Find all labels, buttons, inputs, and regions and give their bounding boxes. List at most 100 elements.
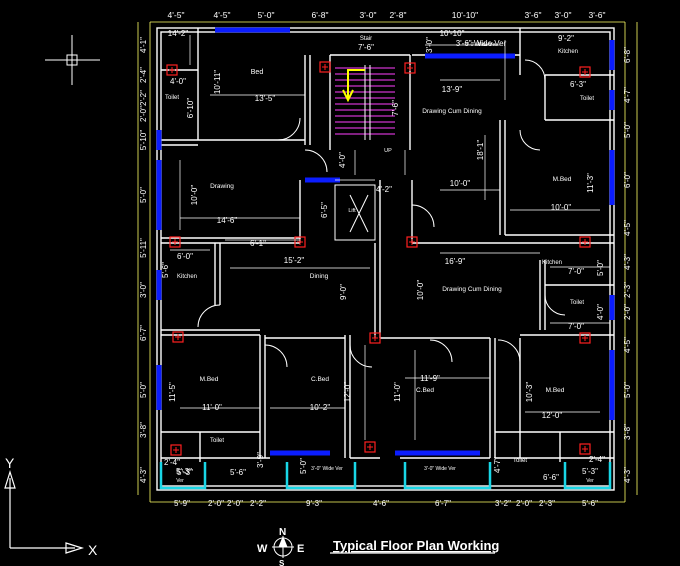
dimension-label: 5'-11" [139, 238, 148, 258]
dimension-label: 6'-3" [570, 80, 586, 89]
dimension-label: 6'-1" [250, 239, 266, 248]
dimension-label: 4'-3" [623, 467, 632, 483]
dimension-label: 2'-2" [250, 499, 266, 508]
dimension-label: 3'-0" [139, 282, 148, 298]
dimension-label: 2'-4" [589, 455, 605, 464]
dimension-label: 10'-0" [416, 280, 425, 301]
room-label: Bed [251, 69, 264, 76]
dimension-label: 5'-6" [582, 499, 598, 508]
dimension-label: 11'-0" [202, 403, 222, 412]
room-label: Toilet [513, 458, 527, 464]
dimension-label: 14'-6" [217, 216, 238, 225]
stair-treads [335, 65, 395, 140]
dimension-label: 10'-2" [310, 403, 331, 412]
dimension-label: 6'-5" [320, 202, 329, 218]
dimension-label: 5'-3" [582, 467, 598, 476]
dimension-label: 13'-9" [442, 85, 463, 94]
compass-east: E [297, 543, 304, 555]
dimension-label: 4'-5" [623, 337, 632, 353]
room-label: Dining [310, 273, 329, 280]
room-label: Drawing Cum Dining [422, 108, 482, 115]
columns [166, 61, 591, 456]
cursor-crosshair-icon [45, 35, 100, 85]
dimension-label: 5'-9" [174, 499, 190, 508]
drawing-title: Typical Floor Plan Working [333, 538, 499, 553]
dimension-label: 3'-6" Wide Ver [456, 39, 507, 48]
room-label: 3'-0" Wide Ver [424, 466, 456, 472]
compass-south: S [279, 559, 285, 566]
dimension-label: 2'-0" [208, 499, 224, 508]
stair-arrow [342, 69, 365, 103]
column-marker [169, 236, 181, 248]
room-label: Stair [360, 36, 372, 42]
ucs-icon [4, 469, 85, 554]
dimension-label: 4'-0" [338, 152, 347, 168]
room-label: C.Bed [416, 387, 434, 394]
column-marker [579, 332, 591, 344]
dimension-label: 2'-0" [516, 499, 532, 508]
ucs-x-label: X [88, 542, 98, 558]
dimension-label: 4'-1" [139, 37, 148, 53]
room-label: 3'-0" Wide Ver [311, 466, 343, 472]
dimension-label: 3'-2" [495, 499, 511, 508]
column-marker [579, 443, 591, 455]
dimension-label: 4'-5" [168, 10, 185, 20]
dimension-label: 16'-9" [445, 257, 466, 266]
room-label: Drawing [210, 183, 234, 190]
compass-icon [272, 535, 294, 558]
dimension-label: 5'-3" [176, 467, 192, 476]
room-label: Toilet [570, 300, 584, 306]
room-label: M.Bed [546, 387, 565, 394]
dimension-label: 7'-6" [358, 43, 374, 52]
dimension-label: 7'-0" [568, 267, 584, 276]
walls [156, 27, 615, 491]
column-marker [404, 62, 416, 74]
dimension-label: 4'-0" [170, 77, 186, 86]
room-label: Drawing Cum Dining [442, 286, 502, 293]
dimension-label: 3'-8" [139, 422, 148, 438]
dimension-label: 5'-0" [623, 382, 632, 398]
dimension-label: 3'-0" [360, 10, 377, 20]
column-marker [170, 444, 182, 456]
dimension-label: 2'-8" [390, 10, 407, 20]
dimension-label: 15'-2" [284, 256, 305, 265]
room-label: Kitchen [542, 260, 562, 266]
dimension-label: 6'-6" [543, 473, 559, 482]
dimension-label: 2'-0" [227, 499, 243, 508]
dimension-label: 10'-3" [525, 382, 534, 403]
room-label: Lift [348, 208, 356, 214]
dimension-label: 2'-0" [139, 106, 148, 122]
verandas [159, 462, 612, 490]
dimension-label: 5'-6" [161, 262, 170, 278]
dimension-label: 7'-6" [391, 100, 400, 116]
dimension-label: 2'-3" [539, 499, 555, 508]
room-label: M.Bed [553, 176, 572, 183]
column-marker [579, 236, 591, 248]
dimension-label: 12'-0" [542, 411, 563, 420]
dimension-label: 2'-2" [139, 90, 148, 106]
dimension-label: 10'-11" [213, 70, 222, 94]
dimension-lines [137, 21, 638, 503]
room-label: Ver [586, 478, 594, 484]
room-label: Toilet [580, 96, 594, 102]
dimension-label: 4'-5" [214, 10, 231, 20]
dimension-label: 18'-1" [476, 140, 485, 161]
dimension-label: 9'-3" [306, 499, 322, 508]
dimension-label: 7'-0" [568, 322, 584, 331]
dimension-label: 2'-0" [623, 304, 632, 320]
dimension-label: 6'-0" [177, 252, 193, 261]
dimension-label: 4'-2" [376, 185, 392, 194]
dimension-label: 5'-10" [139, 130, 148, 151]
dimension-label: 5'-0" [139, 187, 148, 203]
dimension-label: 3'-9" [256, 452, 265, 468]
dimension-texts: 4'-5"4'-5"5'-0"6'-8"3'-0"2'-8"10'-10"3'-… [139, 10, 632, 508]
dimension-label: 10'-10" [452, 10, 478, 20]
dimension-label: 6'-7" [139, 325, 148, 341]
room-label: Kitchen [558, 49, 578, 55]
room-label: Toilet [210, 438, 224, 444]
dimension-label: 3'-8" [623, 424, 632, 440]
dimension-label: 10'-0" [551, 203, 572, 212]
dimension-label: 11'-0" [393, 382, 402, 402]
dimension-label: 5'-6" [230, 468, 246, 477]
